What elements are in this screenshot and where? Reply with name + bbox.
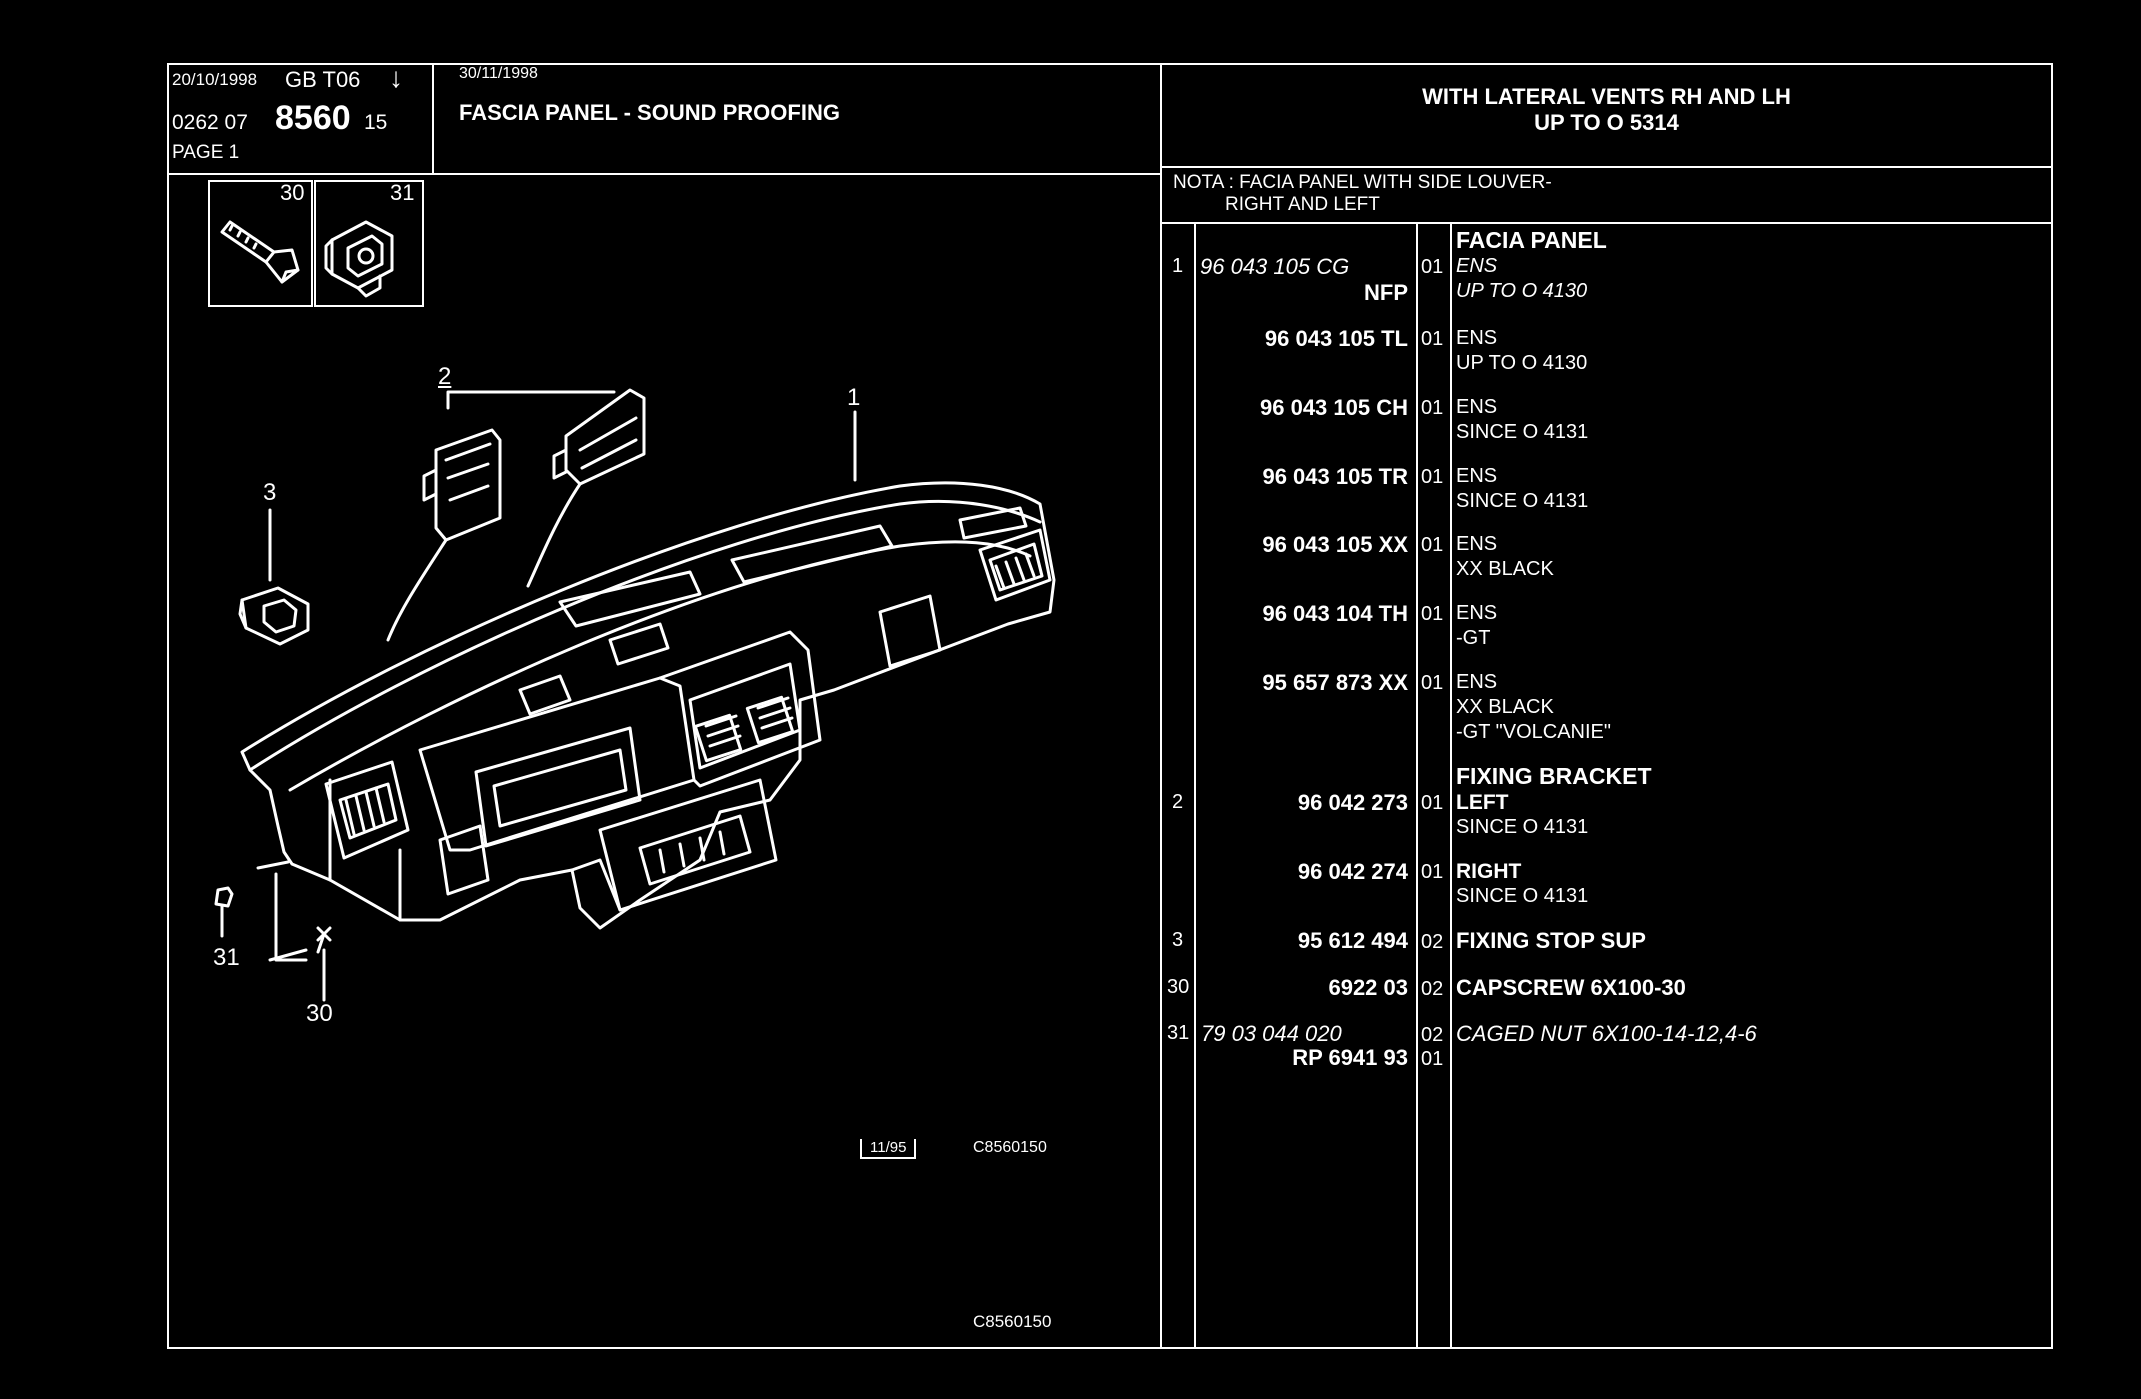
part-desc: LEFT	[1456, 791, 1509, 814]
variant-line-2: UP TO O 5314	[1534, 110, 1679, 135]
callout-label-1: 1	[847, 384, 861, 411]
column-line-1	[1194, 222, 1196, 1349]
capscrew-icon	[220, 220, 300, 284]
part-qty: 01	[1421, 603, 1444, 625]
part-desc: ENS	[1456, 396, 1498, 418]
part-ref: 95 612 494	[1297, 928, 1408, 953]
part-desc: ENS	[1456, 255, 1498, 277]
part-desc: ENS	[1456, 602, 1498, 624]
divider-header-left	[432, 63, 434, 173]
part-qty: 01	[1421, 397, 1444, 419]
part-desc: ENS	[1456, 671, 1498, 693]
part-qty: 01	[1421, 792, 1444, 814]
part-qty: 01	[1421, 672, 1444, 694]
part-qty: 02	[1421, 1024, 1444, 1046]
part-desc: SINCE O 4131	[1456, 885, 1589, 907]
header-page: PAGE 1	[172, 142, 240, 163]
part-qty: 01	[1421, 328, 1444, 350]
thumbnail-label-30: 30	[280, 180, 305, 205]
part-desc: SINCE O 4131	[1456, 490, 1589, 512]
part-desc: UP TO O 4130	[1456, 280, 1588, 302]
date-stamp: 11/95	[860, 1139, 917, 1159]
part-desc: SINCE O 4131	[1456, 421, 1589, 443]
part-desc: ENS	[1456, 533, 1498, 555]
part-desc: FIXING STOP SUP	[1456, 928, 1646, 953]
part-desc: RIGHT	[1456, 860, 1522, 883]
part-desc: XX BLACK	[1456, 696, 1554, 718]
part-index: 1	[1172, 255, 1184, 277]
divider-vertical-main	[1160, 63, 1162, 1349]
part-index: 3	[1172, 929, 1184, 951]
header-ref-main: 8560	[275, 99, 351, 137]
divider-header-bottom-left	[167, 173, 1161, 175]
catalog-frame	[167, 63, 2053, 1349]
part-ref: 96 043 105 CH	[1260, 395, 1408, 420]
part-index: 30	[1167, 976, 1190, 998]
header-arrow-icon: ↓	[389, 62, 403, 93]
thumbnail-box-30	[208, 180, 313, 307]
part-desc: XX BLACK	[1456, 558, 1554, 580]
nota-line-2: RIGHT AND LEFT	[1225, 194, 1380, 215]
part-qty: 01	[1421, 861, 1444, 883]
part-ref: 96 042 273	[1297, 790, 1408, 815]
part-ref-secondary: NFP	[1364, 280, 1408, 305]
part-desc: ENS	[1456, 465, 1498, 487]
fascia-panel-icon	[240, 481, 1056, 930]
part-group-name: FACIA PANEL	[1456, 227, 1607, 253]
header-ref-prefix: 0262 07	[172, 111, 248, 134]
part-ref: 96 042 274	[1297, 859, 1408, 884]
column-line-3	[1450, 222, 1452, 1349]
part-desc: UP TO O 4130	[1456, 352, 1588, 374]
part-qty-secondary: 01	[1421, 1048, 1444, 1070]
part-index: 31	[1167, 1022, 1190, 1044]
part-ref: 95 657 873 XX	[1262, 670, 1408, 695]
part-desc: -GT	[1456, 627, 1491, 649]
callout-label-31: 31	[213, 944, 240, 971]
part-index: 2	[1172, 791, 1184, 813]
part-ref: 79 03 044 020	[1201, 1021, 1342, 1046]
divider-nota-bottom	[1160, 222, 2053, 224]
variant-line-1: WITH LATERAL VENTS RH AND LH	[1422, 84, 1791, 109]
thumbnail-box-31	[314, 180, 424, 307]
drawing-code: C8560150	[973, 1139, 1047, 1156]
header-lang-code: GB T06	[285, 67, 361, 92]
part-qty: 02	[1421, 931, 1444, 953]
part-desc: CAPSCREW 6X100-30	[1456, 975, 1686, 1000]
thumbnail-label-31: 31	[390, 180, 415, 205]
part-ref-secondary: RP 6941 93	[1292, 1045, 1408, 1070]
part-qty: 02	[1421, 978, 1444, 1000]
part-ref: 96 043 105 CG	[1200, 254, 1350, 279]
part-ref: 96 043 105 TL	[1264, 326, 1408, 351]
part-ref: 96 043 104 TH	[1262, 601, 1408, 626]
part-group-name: FIXING BRACKET	[1456, 763, 1652, 789]
part-ref: 96 043 105 TR	[1262, 464, 1408, 489]
part-qty: 01	[1421, 466, 1444, 488]
header-date: 20/10/1998	[172, 70, 258, 89]
header-ref-suffix: 15	[364, 111, 388, 134]
drawing-code-footer: C8560150	[973, 1312, 1052, 1331]
part-ref: 6922 03	[1328, 975, 1408, 1000]
part-desc: -GT "VOLCANIE"	[1456, 721, 1611, 743]
part-qty: 01	[1421, 256, 1444, 278]
page-title: FASCIA PANEL - SOUND PROOFING	[459, 100, 840, 125]
part-desc: CAGED NUT 6X100-14-12,4-6	[1456, 1021, 1757, 1046]
caged-nut-icon	[324, 220, 394, 298]
header-date2: 30/11/1998	[459, 65, 538, 82]
callout-label-3: 3	[263, 479, 277, 506]
nota-line-1: NOTA : FACIA PANEL WITH SIDE LOUVER-	[1173, 172, 1552, 193]
callout-label-30: 30	[306, 1000, 333, 1027]
callout-label-2: 2	[438, 363, 452, 390]
part-ref: 96 043 105 XX	[1262, 532, 1408, 557]
divider-header-bottom-right	[1160, 166, 2053, 168]
part-desc: SINCE O 4131	[1456, 816, 1589, 838]
part-desc: ENS	[1456, 327, 1498, 349]
part-qty: 01	[1421, 534, 1444, 556]
column-line-2	[1416, 222, 1418, 1349]
